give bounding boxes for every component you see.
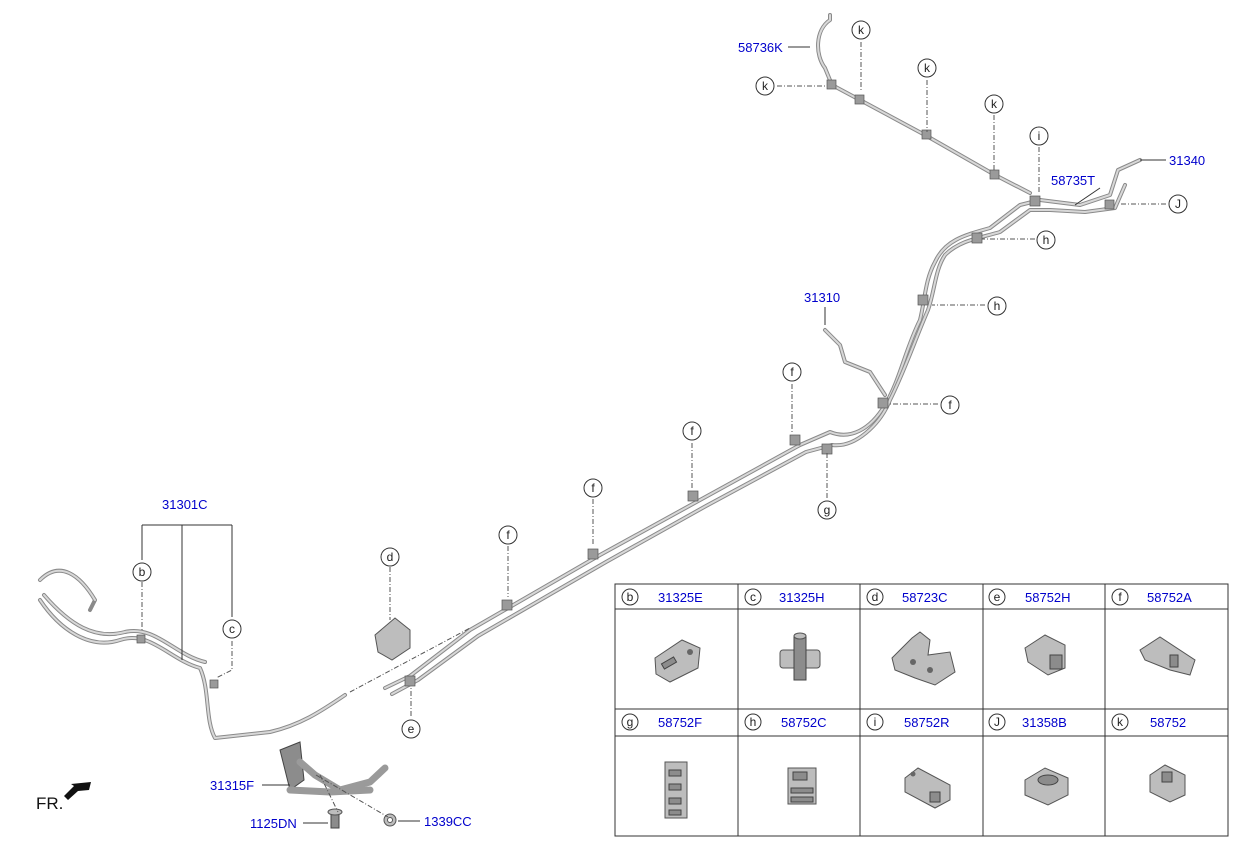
callout-f-1: f (498, 525, 518, 545)
legend-cell-J: J 31358B (988, 713, 1067, 731)
svg-text:58752H: 58752H (1025, 590, 1071, 605)
callout-h-2: h (987, 296, 1007, 316)
callout-f-3: f (682, 421, 702, 441)
label-31301c: 31301C (162, 497, 208, 512)
clip-58752c-illustration (787, 767, 817, 805)
label-31315f: 31315F (210, 778, 254, 793)
svg-text:58752C: 58752C (781, 715, 827, 730)
svg-text:J: J (994, 715, 1000, 729)
legend-cell-k: k 58752 (1111, 713, 1186, 731)
svg-text:58752R: 58752R (904, 715, 950, 730)
callout-k-3: k (917, 58, 937, 78)
svg-text:i: i (874, 715, 877, 729)
legend-cell-h: h 58752C (744, 713, 827, 731)
svg-text:58752A: 58752A (1147, 590, 1192, 605)
clip-58752f-illustration (664, 761, 688, 819)
fuel-pipe-assembly (38, 13, 1142, 829)
svg-text:58752: 58752 (1150, 715, 1186, 730)
callout-c: c (222, 619, 242, 639)
svg-text:f: f (948, 398, 952, 412)
callout-f-2: f (583, 478, 603, 498)
svg-text:58723C: 58723C (902, 590, 948, 605)
callout-markers: b c d e f f f f f g h h i J k k k k (132, 20, 1188, 739)
clip-58752r-illustration (904, 767, 951, 809)
clip-58752h-illustration (1024, 634, 1066, 676)
svg-text:g: g (824, 503, 831, 517)
front-direction-indicator: FR. (36, 782, 91, 813)
label-58735t: 58735T (1051, 173, 1095, 188)
label-1339cc: 1339CC (424, 814, 472, 829)
legend-cell-e: e 58752H (988, 588, 1071, 606)
part-number-labels: 31301C 58736K 58735T 31340 31310 31315F … (162, 40, 1205, 831)
label-31310: 31310 (804, 290, 840, 305)
svg-text:31325E: 31325E (658, 590, 703, 605)
label-58736k: 58736K (738, 40, 783, 55)
svg-text:b: b (139, 565, 146, 579)
svg-text:c: c (229, 622, 235, 636)
callout-f-4: f (782, 362, 802, 382)
legend-cell-i: i 58752R (866, 713, 950, 731)
svg-text:58752F: 58752F (658, 715, 702, 730)
leader-lines (141, 42, 1166, 824)
svg-text:f: f (506, 528, 510, 542)
svg-text:f: f (591, 481, 595, 495)
svg-text:k: k (858, 23, 865, 37)
callout-i: i (1029, 126, 1049, 146)
svg-text:31358B: 31358B (1022, 715, 1067, 730)
callout-g: g (817, 500, 837, 520)
svg-text:J: J (1175, 197, 1181, 211)
callout-k-1: k (755, 76, 775, 96)
label-31340: 31340 (1169, 153, 1205, 168)
clip-31325h-illustration (779, 632, 821, 681)
legend-cell-g: g 58752F (621, 713, 702, 731)
legend-cell-c: c 31325H (744, 588, 825, 606)
front-arrow-icon (64, 782, 91, 800)
callout-h-1: h (1036, 230, 1056, 250)
svg-text:f: f (1118, 590, 1122, 604)
svg-text:k: k (924, 61, 931, 75)
label-1125dn: 1125DN (250, 816, 297, 831)
svg-text:h: h (750, 715, 757, 729)
callout-d: d (380, 547, 400, 567)
legend-cell-b: b 31325E (621, 588, 703, 606)
svg-text:c: c (750, 590, 756, 604)
callout-J: J (1168, 194, 1188, 214)
svg-text:d: d (872, 590, 879, 604)
svg-text:FR.: FR. (36, 794, 63, 813)
callout-k-4: k (984, 94, 1004, 114)
svg-text:e: e (408, 722, 415, 736)
callout-b: b (132, 562, 152, 582)
svg-text:e: e (994, 590, 1001, 604)
clip-58752-illustration (1149, 764, 1186, 803)
svg-text:g: g (627, 715, 634, 729)
svg-text:k: k (991, 97, 998, 111)
bracket-58723c-illustration (891, 631, 956, 686)
legend-cell-d: d 58723C (866, 588, 948, 606)
svg-text:b: b (627, 590, 634, 604)
svg-text:k: k (762, 79, 769, 93)
clip-58752a-illustration (1139, 636, 1196, 676)
svg-text:i: i (1038, 129, 1041, 143)
clip-31325e-illustration (654, 639, 701, 683)
callout-e: e (401, 719, 421, 739)
clip-31358b-illustration (1024, 767, 1069, 806)
svg-text:k: k (1117, 715, 1124, 729)
svg-text:f: f (790, 365, 794, 379)
legend-cell-f: f 58752A (1111, 588, 1192, 606)
svg-text:f: f (690, 424, 694, 438)
callout-f-5: f (940, 395, 960, 415)
legend-table: b 31325E c 31325H d 58723C e 58752H f 58… (614, 583, 1229, 837)
svg-text:31325H: 31325H (779, 590, 825, 605)
callout-k-2: k (851, 20, 871, 40)
svg-text:h: h (1043, 233, 1050, 247)
svg-text:h: h (994, 299, 1001, 313)
svg-text:d: d (387, 550, 394, 564)
